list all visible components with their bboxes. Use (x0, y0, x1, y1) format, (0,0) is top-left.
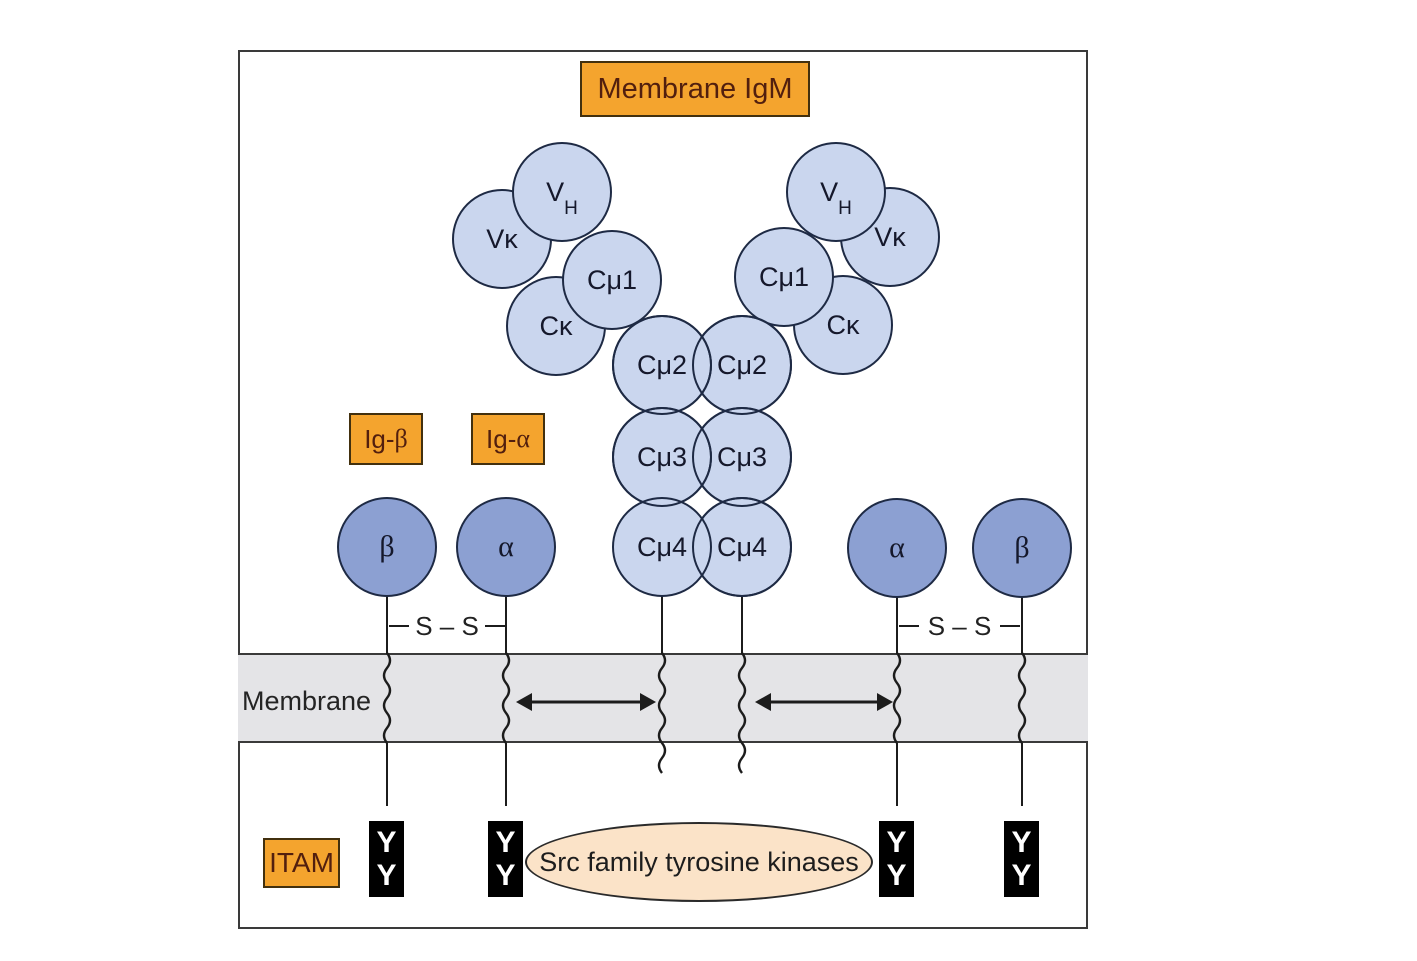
domain-vh-right: VH (786, 142, 886, 242)
membrane-igm-label: Membrane IgM (580, 61, 810, 117)
domain-cmu1-left: Cμ1 (562, 230, 662, 330)
double-arrow-right (755, 693, 893, 711)
disulfide-label-right: S – S (927, 611, 992, 641)
domain-cmu3-left: Cμ3 (612, 407, 712, 507)
domain-beta-left: β (337, 497, 437, 597)
domain-cmu2-left: Cμ2 (612, 315, 712, 415)
disulfide-label-left: S – S (415, 611, 479, 641)
transmembrane-helix-alpha-right (892, 652, 902, 744)
transmembrane-helix-beta-right (1017, 652, 1027, 744)
diagram-border (238, 50, 1088, 929)
domain-alpha-left: α (456, 497, 556, 597)
itam-label: ITAM (263, 838, 340, 888)
src-kinases-ellipse: Src family tyrosine kinases (525, 822, 873, 902)
transmembrane-helix-alpha-left (501, 652, 511, 744)
transmembrane-helix-beta-left (382, 652, 392, 744)
domain-cmu4-left: Cμ4 (612, 497, 712, 597)
ig-beta-label: Ig-β (349, 413, 423, 465)
ig-alpha-label: Ig-α (471, 413, 545, 465)
transmembrane-helix-heavy-left (657, 652, 667, 774)
double-arrow-left (516, 693, 656, 711)
domain-beta-right: β (972, 498, 1072, 598)
domain-alpha-right: α (847, 498, 947, 598)
transmembrane-helix-heavy-right (737, 652, 747, 774)
membrane-label: Membrane (242, 686, 372, 716)
domain-cmu1-right: Cμ1 (734, 227, 834, 327)
domain-vh-left: VH (512, 142, 612, 242)
